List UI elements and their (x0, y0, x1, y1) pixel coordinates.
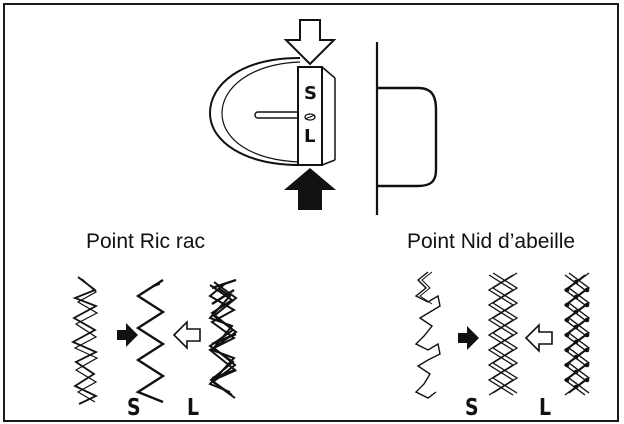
ric-rac-short-label: S (127, 395, 141, 421)
knob-icon (377, 86, 438, 188)
nid-abeille-short-stitch (414, 271, 441, 399)
arrow-up-solid-icon (284, 168, 336, 210)
ric-rac-title: Point Ric rac (86, 230, 206, 253)
dial-housing (208, 57, 301, 166)
arrow-down-outline-icon (283, 19, 337, 66)
dial-letter-l: L (304, 126, 316, 147)
dial-slot (254, 111, 300, 119)
arrow-left-outline-icon (172, 320, 201, 350)
ric-rac-normal-stitch (135, 278, 166, 404)
nid-abeille-title: Point Nid d’abeille (407, 230, 576, 253)
dial-center-mark (304, 113, 316, 121)
stitch-length-dial (208, 57, 336, 166)
nid-abeille-long-stitch-dots (564, 279, 590, 390)
arrow-left-outline-icon (524, 323, 553, 353)
ric-rac-long-label: L (187, 395, 200, 421)
arrow-right-solid-icon (117, 323, 138, 347)
ric-rac-long-stitch (208, 278, 238, 399)
dial-strip (297, 66, 323, 166)
nid-abeille-short-label: S (465, 395, 479, 421)
nid-abeille-normal-stitch (487, 272, 519, 396)
ric-rac-short-stitch (70, 276, 99, 405)
arrow-right-solid-icon (458, 326, 479, 350)
nid-abeille-long-label: L (539, 395, 552, 421)
dial-housing-inner (221, 61, 301, 163)
dial-letter-s: S (304, 83, 317, 104)
